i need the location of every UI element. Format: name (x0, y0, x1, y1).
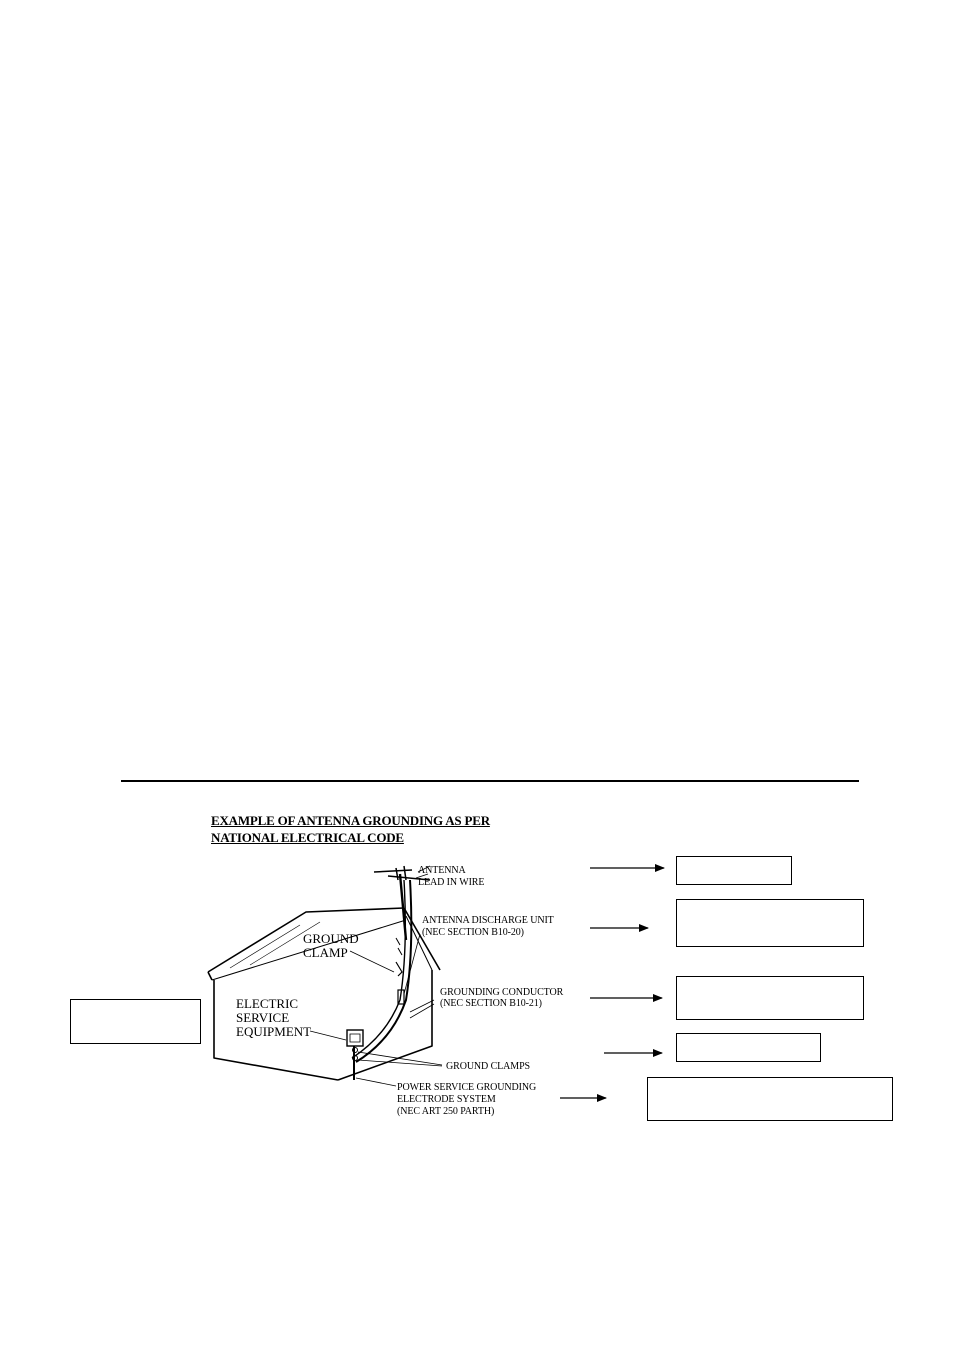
label-antenna: ANTENNA (418, 865, 466, 876)
empty-box-ground-clamps (676, 1033, 821, 1062)
antenna-drawing (351, 865, 431, 1063)
roof-outline (207, 907, 405, 973)
label-ground-clamp-1: GROUND (303, 931, 359, 946)
label-lead-in-wire: LEAD IN WIRE (418, 877, 485, 888)
leader-lines (309, 865, 443, 1087)
house-drawing (207, 907, 441, 1081)
label-ground-clamps: GROUND CLAMPS (446, 1061, 530, 1072)
label-power-service-2: ELECTRODE SYSTEM (397, 1094, 496, 1105)
label-power-service-3: (NEC ART 250 PARTH) (397, 1106, 495, 1117)
label-discharge-unit-ref: (NEC SECTION B10-20) (422, 927, 524, 938)
label-grounding-conductor: GROUNDING CONDUCTOR (440, 987, 564, 998)
label-electric: ELECTRIC (236, 996, 299, 1011)
diagram-title-line-1: EXAMPLE OF ANTENNA GROUNDING AS PER (211, 813, 490, 828)
label-power-service-1: POWER SERVICE GROUNDING (397, 1082, 537, 1093)
empty-box-grounding-conductor (676, 976, 864, 1020)
empty-box-power-service (647, 1077, 893, 1121)
horizontal-rule (121, 780, 859, 782)
front-wall (213, 980, 339, 1081)
arrows (560, 864, 665, 1102)
diagram-title-line-2: NATIONAL ELECTRICAL CODE (211, 830, 404, 845)
label-grounding-conductor-ref: (NEC SECTION B10-21) (440, 998, 542, 1009)
side-wall (337, 970, 433, 1081)
label-ground-clamp-2: CLAMP (303, 945, 348, 960)
empty-box-electric-service (70, 999, 201, 1044)
label-service: SERVICE (236, 1010, 290, 1025)
empty-box-antenna (676, 856, 792, 885)
electric-service-box (346, 1029, 364, 1047)
label-equipment: EQUIPMENT (236, 1024, 312, 1039)
label-discharge-unit: ANTENNA DISCHARGE UNIT (422, 915, 554, 926)
empty-box-discharge-unit (676, 899, 864, 947)
